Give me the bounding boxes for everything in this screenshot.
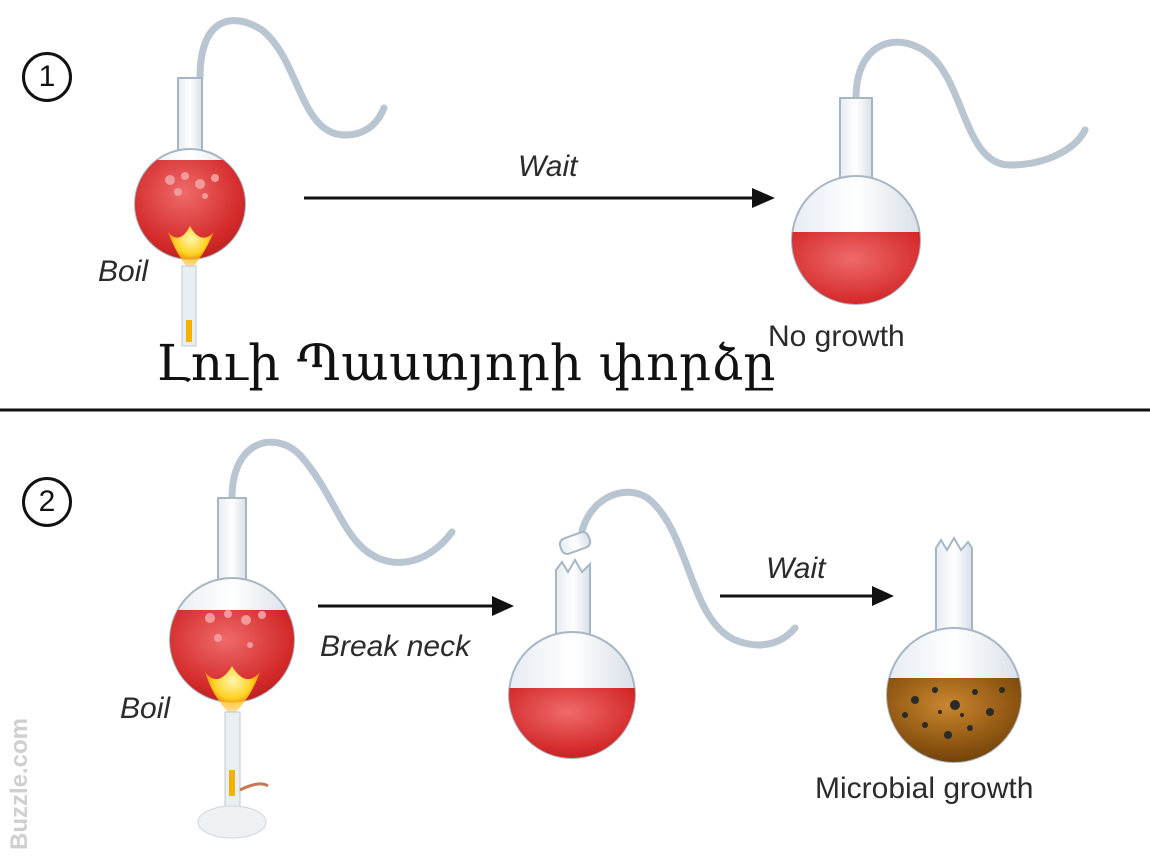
break-neck-label: Break neck: [320, 630, 471, 663]
boil-label-1: Boil: [98, 255, 149, 288]
broth: [509, 688, 635, 758]
flask-2-broken-neck: [508, 488, 799, 759]
step-number-1: 1: [22, 52, 72, 102]
broken-neck-flask-icon: [935, 536, 973, 635]
wait-label-2: Wait: [766, 552, 826, 585]
flask-1-boiling: [134, 17, 388, 347]
broken-neck-piece: [558, 531, 592, 555]
flame-icon: [205, 666, 260, 716]
detached-neck-tube: [576, 488, 799, 649]
broken-neck-flask-icon: [555, 558, 591, 641]
flask-2-boiling: [169, 438, 456, 839]
sterile-broth: [792, 232, 920, 304]
swan-neck-tube: [852, 38, 1089, 169]
swan-neck-tube: [196, 17, 388, 139]
step-number-2: 2: [22, 477, 72, 527]
page-title: Լուի Պաստյորի փորձը: [156, 334, 776, 392]
burner-base: [197, 805, 267, 839]
microbial-growth-label: Microbial growth: [815, 772, 1034, 805]
flask-neck: [217, 497, 247, 585]
swan-neck-tube: [228, 438, 456, 566]
contaminated-broth: [887, 678, 1021, 762]
bunsen-burner-icon: [181, 265, 197, 347]
no-growth-label: No growth: [768, 320, 905, 353]
watermark: Buzzle.com: [6, 717, 33, 850]
flame-icon: [168, 226, 214, 270]
microbes: [902, 687, 1005, 739]
flask-2-contaminated: [886, 536, 1022, 763]
wait-label-1: Wait: [518, 150, 578, 183]
boil-label-2: Boil: [120, 692, 171, 725]
flask-1-result: [791, 38, 1089, 305]
